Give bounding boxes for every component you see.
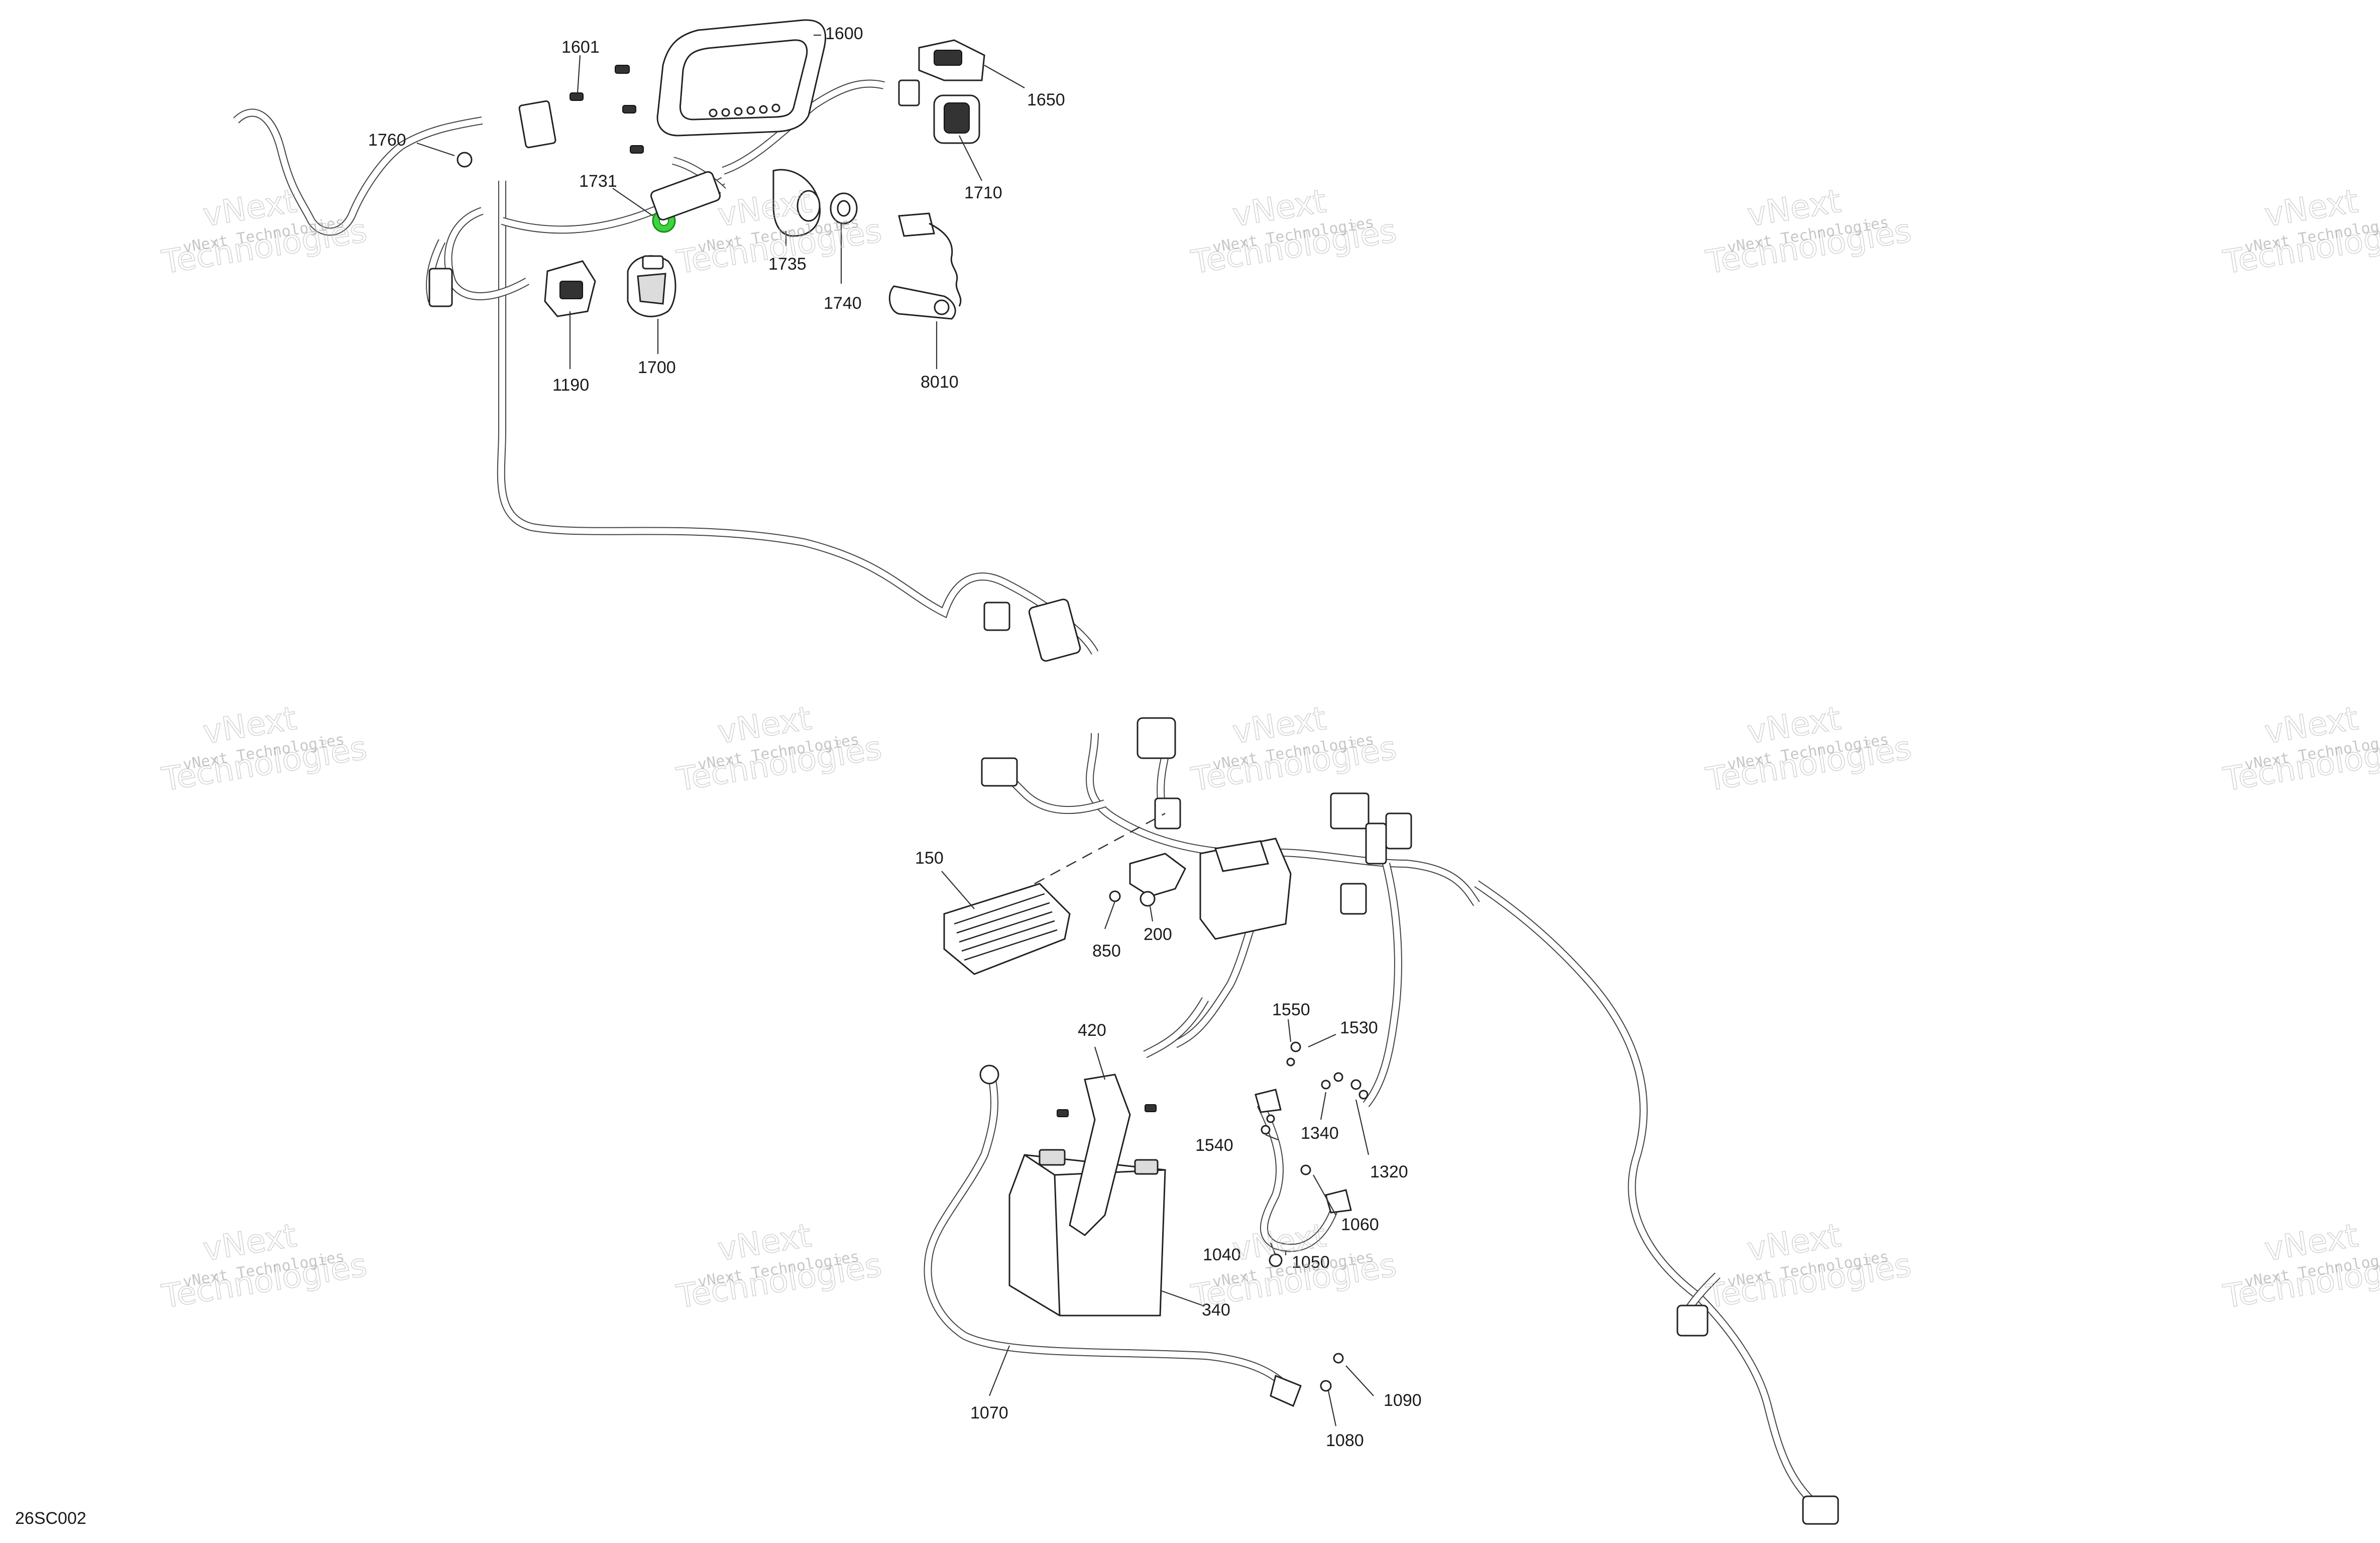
part-420-strap <box>1069 1074 1131 1236</box>
label-1731: 1731 <box>579 172 617 191</box>
strap-screws <box>1057 1104 1157 1117</box>
small-hardware <box>1261 1041 1369 1392</box>
part-1700-switch <box>627 255 676 317</box>
label-1530: 1530 <box>1340 1018 1378 1037</box>
label-1070: 1070 <box>970 1403 1008 1422</box>
part-150-regulator <box>943 883 1071 975</box>
fuse-box <box>1199 838 1292 940</box>
regulator-mount-dashline <box>1034 812 1166 885</box>
label-1710: 1710 <box>964 183 1002 202</box>
label-1740: 1740 <box>824 294 862 313</box>
label-1700: 1700 <box>638 358 676 377</box>
label-1735: 1735 <box>768 255 807 274</box>
part-1070-cable <box>924 1064 1302 1407</box>
part-200-solenoid <box>1129 853 1186 907</box>
label-1340: 1340 <box>1301 1124 1339 1143</box>
lower-connectors <box>981 717 1839 1525</box>
label-1190: 1190 <box>552 376 589 395</box>
part-number-labels: 1600 1601 1650 1710 1760 1731 1735 1740 … <box>15 24 1422 1528</box>
label-340: 340 <box>1202 1300 1230 1320</box>
label-1550: 1550 <box>1272 1000 1310 1019</box>
part-1650-connector <box>918 39 985 81</box>
upper-connectors <box>428 79 1081 662</box>
label-420: 420 <box>1078 1021 1106 1040</box>
label-1540: 1540 <box>1195 1136 1233 1155</box>
label-1601: 1601 <box>561 38 600 57</box>
part-1710-switch <box>933 94 980 144</box>
part-1760-grommet <box>457 152 473 168</box>
label-850: 850 <box>1092 941 1121 961</box>
part-1601-screws <box>570 65 644 154</box>
part-340-battery <box>1008 1149 1166 1317</box>
diagram-id-label: 26SC002 <box>15 1509 86 1528</box>
label-1050: 1050 <box>1292 1253 1330 1272</box>
leader-lines <box>416 34 1374 1427</box>
label-1760: 1760 <box>368 131 406 150</box>
label-1600: 1600 <box>825 24 863 43</box>
label-8010: 8010 <box>921 373 959 392</box>
display-buttons <box>709 103 780 117</box>
label-1040: 1040 <box>1203 1245 1241 1264</box>
part-850-nut <box>1109 890 1121 902</box>
part-1731-connector <box>650 171 721 221</box>
label-1080: 1080 <box>1326 1431 1364 1450</box>
label-1060: 1060 <box>1341 1215 1379 1234</box>
part-1190-connector <box>544 260 596 317</box>
label-200: 200 <box>1144 925 1172 944</box>
part-8010-key-lanyard <box>888 212 962 320</box>
label-1320: 1320 <box>1370 1162 1408 1181</box>
part-1740-washer <box>830 192 858 224</box>
label-1090: 1090 <box>1384 1391 1422 1410</box>
part-1735-socket <box>772 169 821 237</box>
part-1040-cable <box>1255 1089 1352 1252</box>
part-1600-display <box>656 19 827 137</box>
label-1650: 1650 <box>1027 90 1065 109</box>
label-150: 150 <box>915 849 944 868</box>
